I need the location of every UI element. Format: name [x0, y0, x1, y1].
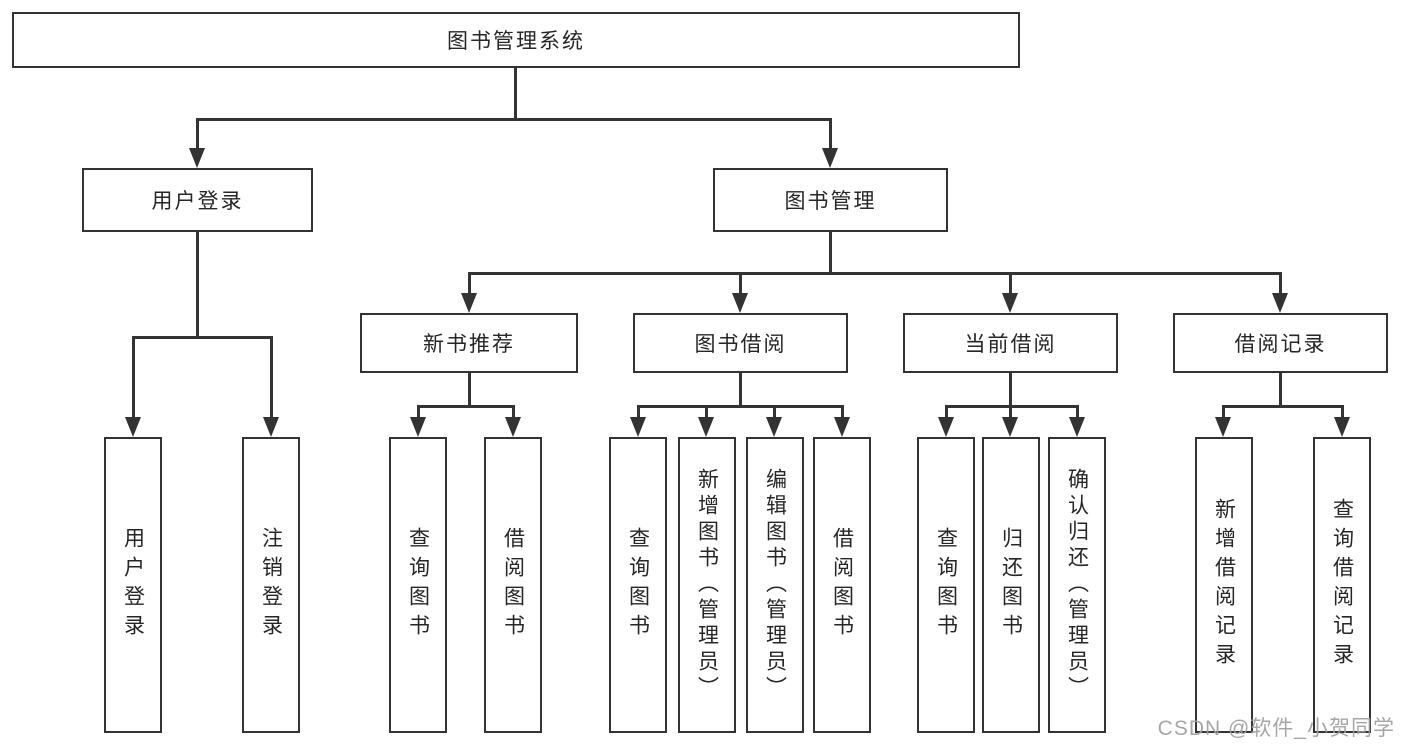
arrowhead-icon: [938, 417, 954, 437]
arrowhead-icon: [410, 417, 426, 437]
leaf-logout: 注销登录: [242, 437, 300, 733]
node-user-login: 用户登录: [82, 168, 313, 232]
leaf-label: 查询图书: [934, 527, 958, 643]
node-root: 图书管理系统: [12, 12, 1020, 68]
connector-line: [773, 405, 776, 417]
arrowhead-icon: [1334, 417, 1350, 437]
node-book-management: 图书管理: [713, 168, 948, 232]
arrowhead-icon: [1069, 417, 1085, 437]
connector-line: [739, 272, 742, 293]
connector-line: [132, 336, 135, 417]
node-current-borrow: 当前借阅: [903, 313, 1118, 373]
leaf-label: 新增借阅记录: [1212, 498, 1236, 672]
connector-line: [512, 405, 515, 417]
connector-line: [1222, 405, 1344, 408]
node-book-borrow: 图书借阅: [633, 313, 848, 373]
leaf-bb-query-books: 查询图书: [609, 437, 667, 733]
leaf-label: 查询图书: [626, 527, 650, 643]
leaf-cb-return-books: 归还图书: [982, 437, 1040, 733]
arrowhead-icon: [263, 417, 279, 437]
connector-line: [417, 405, 515, 408]
leaf-label: 查询图书: [406, 527, 430, 643]
connector-line: [829, 232, 832, 272]
leaf-br-query-borrow-record: 查询借阅记录: [1313, 437, 1371, 733]
connector-line: [637, 405, 640, 417]
leaf-label: 借阅图书: [830, 527, 854, 643]
leaf-label: 编辑图书（管理员）: [763, 468, 787, 702]
leaf-nb-query-books: 查询图书: [389, 437, 447, 733]
arrowhead-icon: [1002, 417, 1018, 437]
leaf-br-add-borrow-record: 新增借阅记录: [1195, 437, 1253, 733]
connector-line: [1222, 405, 1225, 417]
connector-line: [196, 232, 199, 336]
connector-line: [132, 336, 273, 339]
arrowhead-icon: [698, 417, 714, 437]
leaf-label: 查询借阅记录: [1330, 498, 1354, 672]
node-borrow-records: 借阅记录: [1173, 313, 1388, 373]
connector-line: [705, 405, 708, 417]
connector-line: [1076, 405, 1079, 417]
leaf-label: 确认归还（管理员）: [1065, 468, 1089, 702]
connector-line: [1341, 405, 1344, 417]
connector-line: [514, 68, 517, 118]
arrowhead-icon: [1272, 293, 1288, 313]
arrowhead-icon: [125, 417, 141, 437]
leaf-nb-borrow-books: 借阅图书: [484, 437, 542, 733]
connector-line: [739, 373, 742, 405]
connector-line: [1009, 405, 1012, 417]
arrowhead-icon: [834, 417, 850, 437]
arrowhead-icon: [822, 148, 838, 168]
connector-line: [637, 405, 844, 408]
connector-line: [417, 405, 420, 417]
leaf-cb-confirm-return-admin: 确认归还（管理员）: [1048, 437, 1106, 733]
connector-line: [468, 272, 1282, 275]
leaf-bb-borrow-books: 借阅图书: [813, 437, 871, 733]
node-new-book-recommend: 新书推荐: [360, 313, 578, 373]
arrowhead-icon: [461, 293, 477, 313]
connector-line: [1009, 272, 1012, 293]
connector-line: [468, 373, 471, 405]
leaf-bb-edit-books-admin: 编辑图书（管理员）: [746, 437, 804, 733]
arrowhead-icon: [505, 417, 521, 437]
leaf-label: 用户登录: [121, 527, 145, 643]
connector-line: [270, 336, 273, 417]
arrowhead-icon: [1002, 293, 1018, 313]
arrowhead-icon: [189, 148, 205, 168]
leaf-label: 借阅图书: [501, 527, 525, 643]
connector-line: [468, 272, 471, 293]
arrowhead-icon: [732, 293, 748, 313]
leaf-user-login: 用户登录: [104, 437, 162, 733]
connector-line: [945, 405, 948, 417]
leaf-cb-query-books: 查询图书: [917, 437, 975, 733]
arrowhead-icon: [1215, 417, 1231, 437]
connector-line: [196, 118, 199, 148]
arrowhead-icon: [630, 417, 646, 437]
connector-line: [829, 118, 832, 148]
connector-line: [841, 405, 844, 417]
leaf-label: 新增图书（管理员）: [695, 468, 719, 702]
watermark: CSDN @软件_小贺同学: [1157, 717, 1395, 740]
leaf-label: 归还图书: [999, 527, 1023, 643]
connector-line: [1009, 373, 1012, 405]
connector-line: [196, 118, 832, 121]
arrowhead-icon: [766, 417, 782, 437]
leaf-bb-add-books-admin: 新增图书（管理员）: [678, 437, 736, 733]
leaf-label: 注销登录: [259, 527, 283, 643]
connector-line: [1279, 272, 1282, 293]
connector-line: [1279, 373, 1282, 405]
connector-line: [945, 405, 1079, 408]
